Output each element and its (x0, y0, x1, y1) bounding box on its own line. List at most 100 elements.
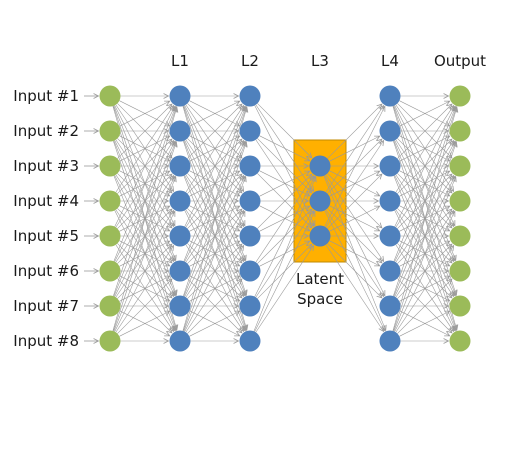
hidden-node-layer4-7 (379, 295, 401, 317)
connection-l1-7-to-l2-3 (184, 211, 245, 332)
connection-l4-7-to-l5-0 (392, 107, 457, 331)
connection-l2-1-to-l3-1 (257, 138, 311, 192)
connection-l0-2-to-l1-3 (119, 170, 169, 196)
hidden-node-layer1-6 (169, 260, 191, 282)
connection-l1-0-to-l2-1 (189, 100, 239, 126)
connection-l1-1-to-l2-2 (189, 135, 239, 161)
input-label-1: Input #1 (13, 87, 79, 105)
connection-l2-2-to-l3-2 (257, 173, 311, 227)
connection-l0-7-to-l1-3 (114, 211, 175, 332)
connection-l4-2-to-l5-4 (397, 173, 451, 227)
hidden-node-layer1-4 (169, 190, 191, 212)
connection-l2-7-to-l3-1 (254, 211, 315, 332)
connection-l4-3-to-l5-4 (399, 205, 449, 231)
hidden-node-layer1-3 (169, 155, 191, 177)
connection-l1-7-to-l2-2 (183, 177, 246, 332)
connection-l2-3-to-l3-2 (259, 205, 309, 231)
input-node-layer0-6 (99, 260, 121, 282)
connection-l3-2-to-l4-7 (325, 244, 384, 332)
input-node-layer0-8 (99, 330, 121, 352)
connection-l2-6-to-l3-0 (254, 176, 315, 297)
connection-l0-3-to-l1-4 (119, 205, 169, 231)
connection-l3-1-to-l4-4 (329, 205, 379, 231)
connection-l0-2-to-l1-4 (117, 173, 171, 227)
connection-l4-7-to-l5-4 (395, 246, 454, 333)
connection-l1-3-to-l2-5 (187, 208, 241, 262)
hidden-node-layer1-2 (169, 120, 191, 142)
connection-l0-3-to-l1-0 (115, 106, 174, 193)
connection-l1-7-to-l2-6 (189, 311, 239, 337)
output-node-layer5-5 (449, 225, 471, 247)
hidden-node-layer2-3 (239, 155, 261, 177)
connection-l1-4-to-l2-0 (184, 106, 245, 227)
connection-l1-2-to-l2-3 (189, 170, 239, 196)
hidden-node-layer4-5 (379, 225, 401, 247)
connection-l3-1-to-l4-5 (327, 208, 381, 262)
connection-l1-6-to-l2-0 (183, 107, 246, 297)
connection-l1-7-to-l2-0 (182, 107, 247, 331)
connection-l0-4-to-l1-6 (117, 243, 171, 297)
output-node-layer5-1 (449, 85, 471, 107)
connection-l1-2-to-l2-4 (187, 173, 241, 227)
hidden-node-layer2-8 (239, 330, 261, 352)
connection-l4-1-to-l5-3 (397, 138, 451, 192)
connection-l1-1-to-l2-0 (189, 101, 239, 127)
connection-l4-7-to-l5-3 (394, 211, 455, 332)
output-node-layer5-7 (449, 295, 471, 317)
nodes (99, 85, 471, 352)
output-node-layer5-4 (449, 190, 471, 212)
connection-l4-5-to-l5-0 (393, 107, 456, 262)
input-label-3: Input #3 (13, 157, 79, 175)
connection-l4-7-to-l5-1 (393, 142, 456, 332)
input-node-layer0-2 (99, 120, 121, 142)
connections (112, 96, 457, 341)
input-node-layer0-1 (99, 85, 121, 107)
connection-l1-5-to-l2-0 (183, 107, 246, 262)
input-node-layer0-7 (99, 295, 121, 317)
connection-l3-2-to-l4-6 (327, 243, 381, 297)
hidden-node-layer2-6 (239, 260, 261, 282)
connection-l1-3-to-l2-0 (185, 106, 244, 193)
hidden-node-layer4-3 (379, 155, 401, 177)
connection-l0-4-to-l1-5 (119, 240, 169, 266)
hidden-node-layer1-1 (169, 85, 191, 107)
connection-l0-6-to-l1-7 (119, 310, 169, 336)
input-node-layer0-5 (99, 225, 121, 247)
connection-l2-5-to-l3-0 (255, 176, 314, 263)
input-label-8: Input #8 (13, 332, 79, 350)
hidden-node-layer3-1 (309, 155, 331, 177)
input-label-6: Input #6 (13, 262, 79, 280)
connection-l4-4-to-l5-5 (399, 240, 449, 266)
hidden-node-layer4-2 (379, 120, 401, 142)
connection-l1-5-to-l2-6 (189, 275, 239, 301)
connection-l0-1-to-l1-2 (119, 135, 169, 161)
connection-l3-0-to-l4-0 (327, 104, 381, 159)
connection-l1-2-to-l2-0 (187, 104, 241, 159)
connection-l1-7-to-l2-4 (185, 246, 244, 333)
connection-l1-5-to-l2-7 (187, 278, 241, 332)
connection-l3-2-to-l4-1 (325, 141, 384, 228)
connection-l0-5-to-l1-6 (119, 275, 169, 301)
input-label-2: Input #2 (13, 122, 79, 140)
connection-l0-5-to-l1-0 (113, 107, 176, 262)
latent-space-label-line2: Space (297, 290, 343, 308)
connection-l1-1-to-l2-3 (187, 138, 241, 192)
connection-l0-7-to-l1-6 (119, 311, 169, 337)
connection-l2-7-to-l3-2 (255, 246, 314, 333)
connection-l0-0-to-l1-2 (117, 103, 171, 157)
connection-l1-7-to-l2-5 (187, 279, 241, 334)
connection-l1-0-to-l2-2 (187, 103, 241, 157)
layer-label-l4: L4 (381, 52, 399, 70)
connection-l0-5-to-l1-7 (117, 278, 171, 332)
connection-l4-5-to-l5-6 (399, 275, 449, 301)
connection-l4-2-to-l5-0 (397, 104, 451, 159)
connection-l3-2-to-l4-3 (329, 206, 379, 232)
hidden-node-layer1-8 (169, 330, 191, 352)
connection-l0-7-to-l1-2 (113, 177, 176, 332)
connection-l0-3-to-l1-5 (117, 208, 171, 262)
connection-l4-0-to-l5-1 (399, 100, 449, 126)
connection-l2-4-to-l3-0 (257, 174, 311, 229)
output-node-layer5-2 (449, 120, 471, 142)
connection-l0-1-to-l1-0 (119, 101, 169, 127)
connection-l4-7-to-l5-2 (393, 177, 456, 332)
